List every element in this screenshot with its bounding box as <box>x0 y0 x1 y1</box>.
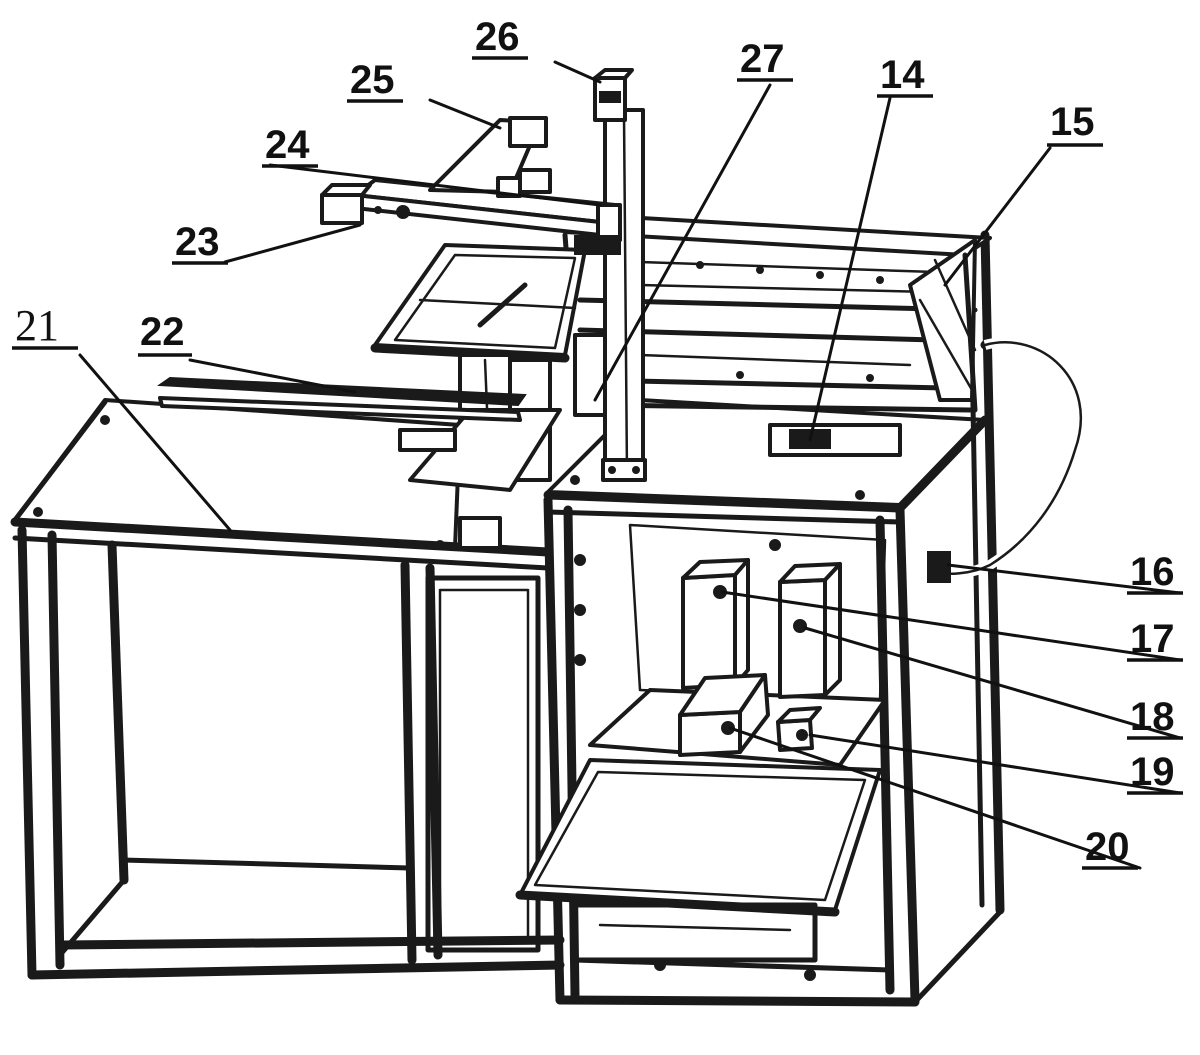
callout-27: 27 <box>740 37 785 81</box>
horizontal-arm <box>320 116 622 255</box>
callout-21: 21 <box>15 301 59 350</box>
callout-22: 22 <box>140 310 185 354</box>
callout-16: 16 <box>1130 550 1175 594</box>
arm-motor <box>320 193 364 225</box>
callout-23: 23 <box>175 220 220 264</box>
callout-26: 26 <box>475 15 520 59</box>
vertical-column <box>593 68 647 482</box>
callout-19: 19 <box>1130 750 1175 794</box>
lower-drawer <box>572 902 818 963</box>
callout-15: 15 <box>1050 100 1095 144</box>
callout-25: 25 <box>350 58 395 102</box>
callout-17: 17 <box>1130 617 1175 661</box>
callout-14: 14 <box>880 53 925 97</box>
linear-rail <box>157 376 527 422</box>
linear-rail-bar <box>157 376 527 407</box>
cable-hose <box>927 337 1086 583</box>
control-box-right <box>778 578 827 699</box>
sliding-plate <box>373 243 587 357</box>
slide-block <box>458 516 502 550</box>
left-table-frame <box>10 398 565 980</box>
side-panel-door <box>425 575 541 953</box>
sliding-table <box>370 243 627 550</box>
callout-20: 20 <box>1085 825 1130 869</box>
callout-labels: 21 22 23 24 25 26 27 14 15 16 17 18 19 2… <box>12 15 1183 870</box>
leader-lines <box>78 60 1182 870</box>
callout-24: 24 <box>265 123 310 167</box>
callout-18: 18 <box>1130 695 1175 739</box>
electrical-boxes <box>678 558 842 757</box>
